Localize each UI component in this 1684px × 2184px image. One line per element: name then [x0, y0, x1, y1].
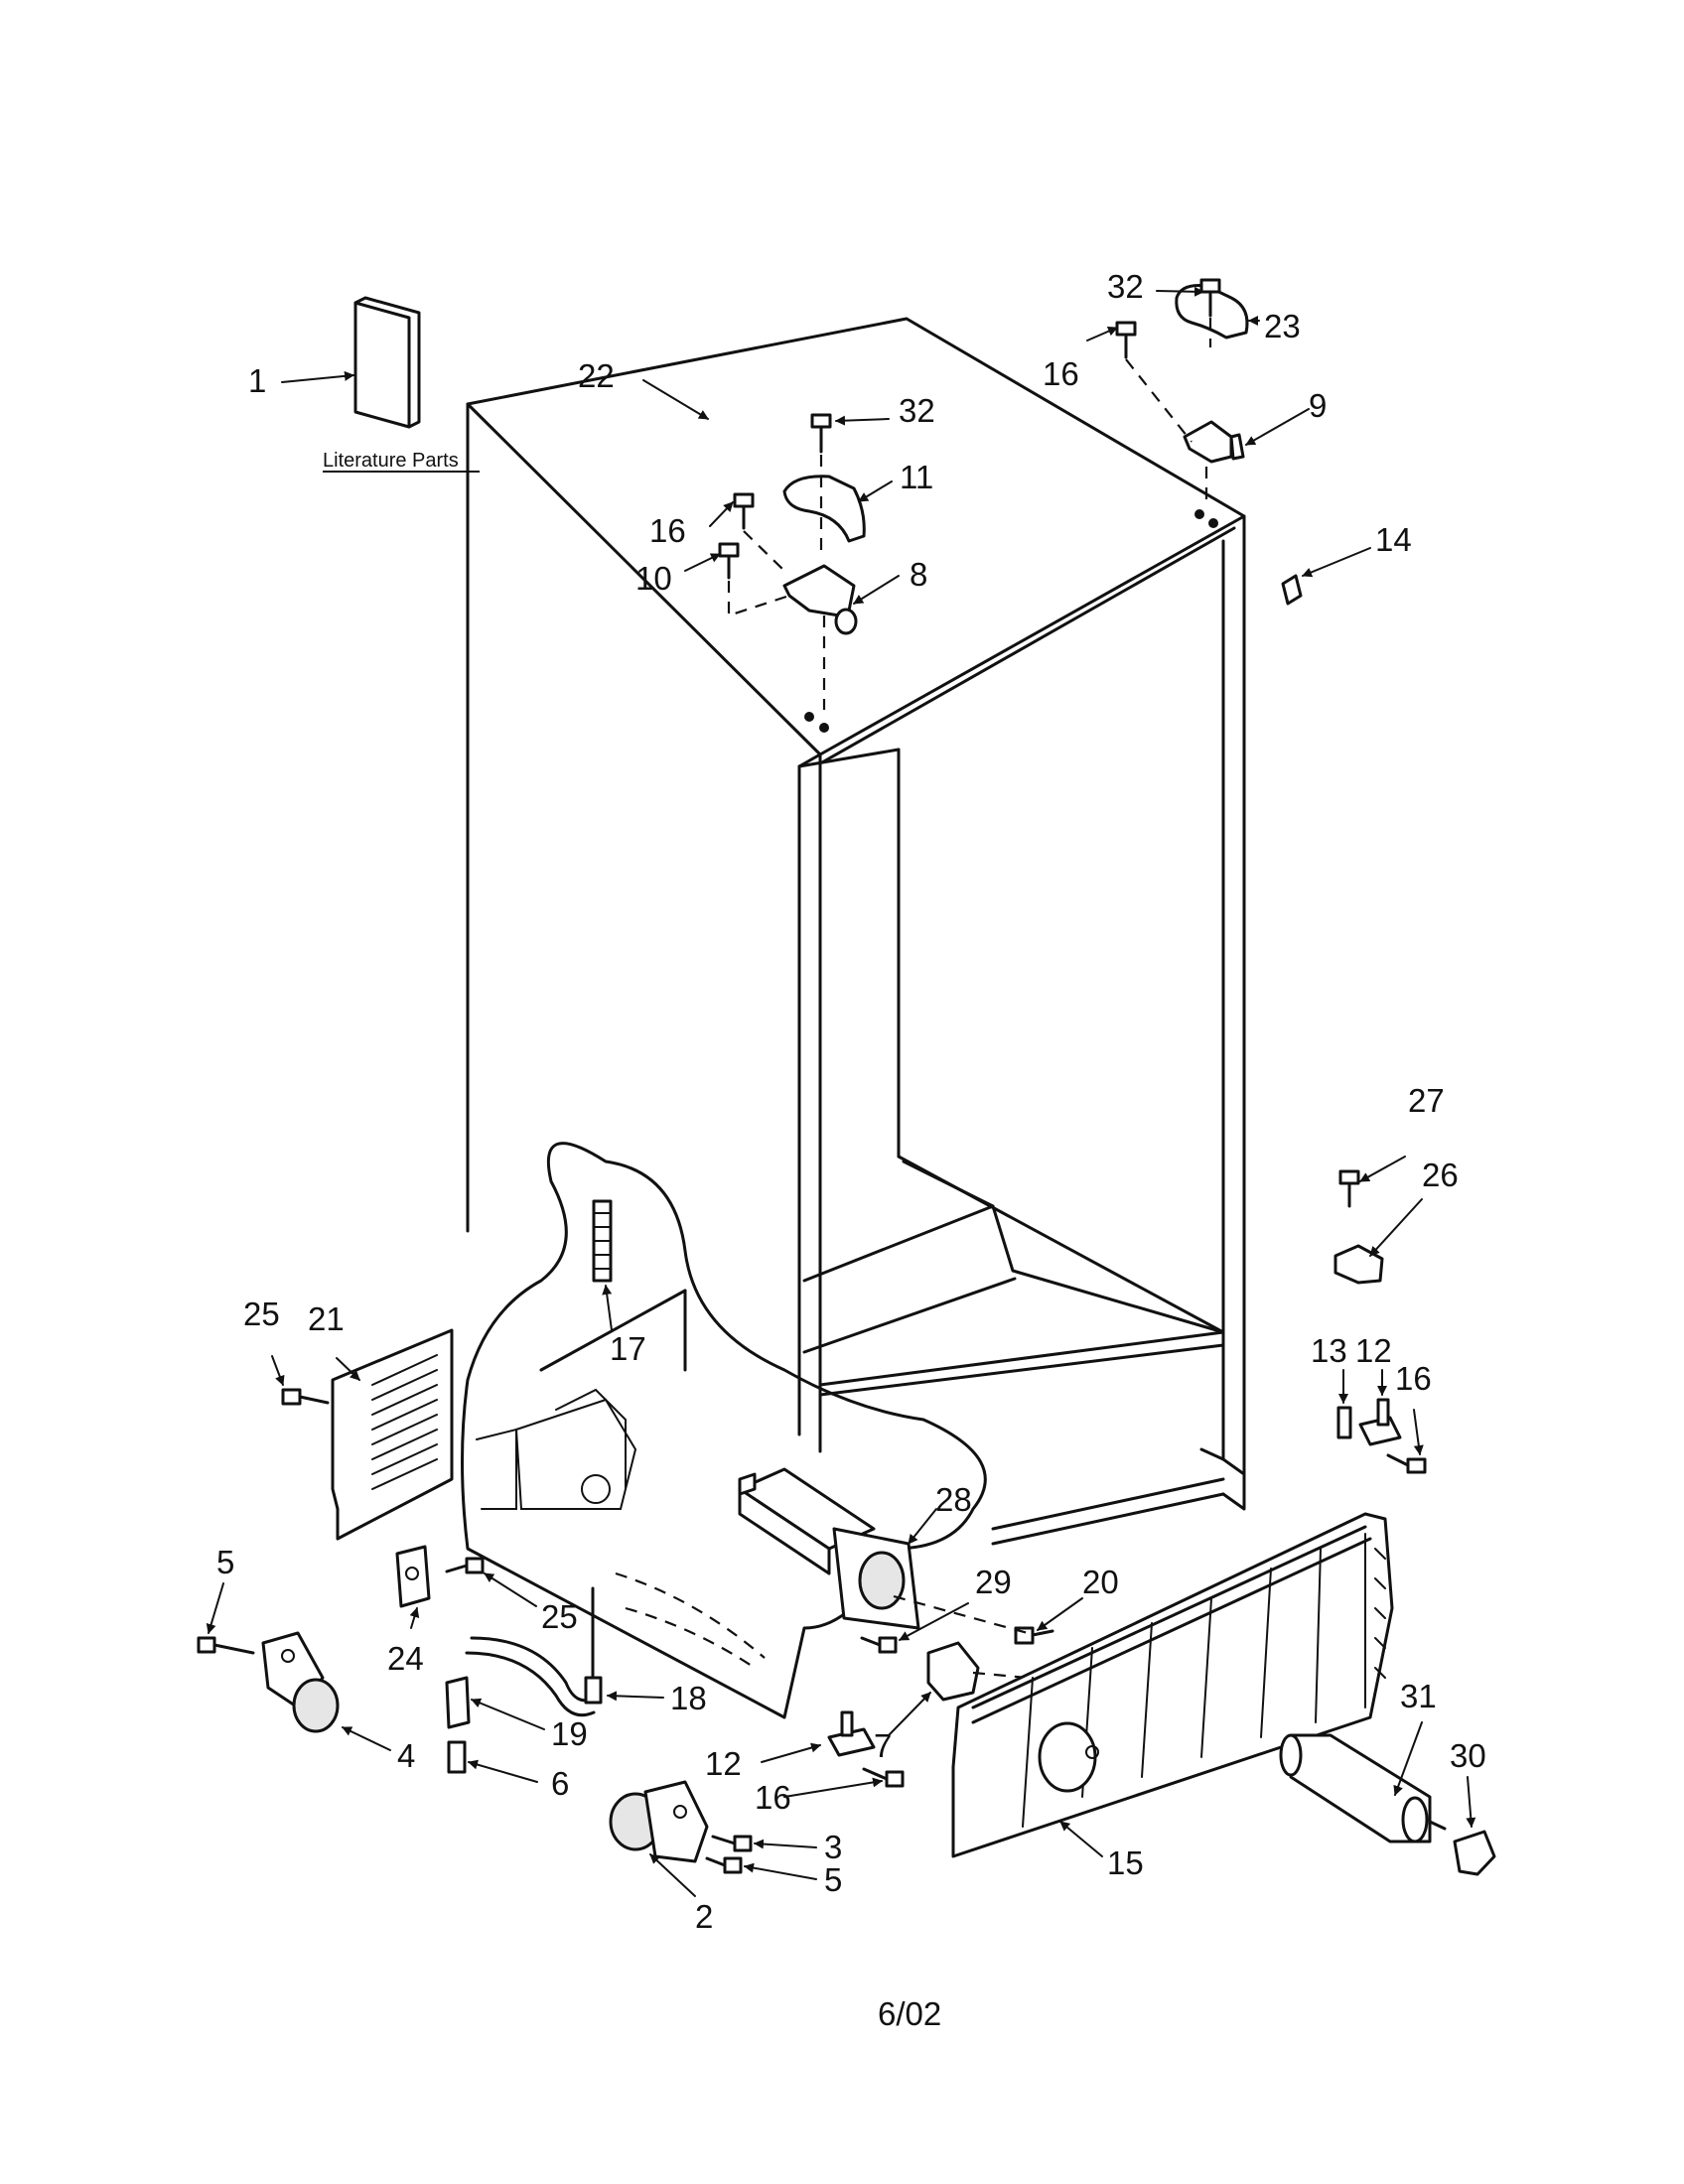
- callout-31: 31: [1400, 1678, 1437, 1714]
- callout-7: 7: [874, 1727, 892, 1764]
- callout-16-lower: 16: [755, 1779, 791, 1816]
- callout-5-bottom: 5: [824, 1861, 842, 1898]
- shim-part-13: [1336, 1406, 1352, 1439]
- callout-22: 22: [578, 357, 615, 394]
- callout-27: 27: [1408, 1082, 1445, 1119]
- callout-32-top-middle: 32: [899, 392, 935, 429]
- screw-part-32-left: [810, 413, 832, 454]
- callout-17: 17: [610, 1330, 646, 1367]
- screw-part-27: [1338, 1169, 1360, 1208]
- upper-hinge-part-9: [1183, 420, 1245, 464]
- callout-23: 23: [1264, 308, 1301, 344]
- callout-8: 8: [910, 556, 927, 593]
- callout-10: 10: [635, 560, 672, 597]
- screw-part-5-bottom: [705, 1856, 743, 1874]
- roller-part-2: [609, 1780, 709, 1863]
- hinge-pin-part-12-lower: [827, 1710, 876, 1757]
- callout-20: 20: [1082, 1564, 1119, 1600]
- clip-part-14: [1281, 574, 1303, 606]
- callout-labels: 1 22 32 32 16 23 9 11 16 10 8 14 27 26 1…: [216, 268, 1486, 1935]
- literature-parts-label: Literature Parts: [323, 450, 459, 472]
- literature-parts-booklet: Literature Parts: [323, 296, 480, 473]
- callout-16-right: 16: [1395, 1360, 1432, 1397]
- callout-19: 19: [551, 1715, 588, 1752]
- screw-part-16-right: [1386, 1453, 1427, 1474]
- water-tube-part-18: [465, 1586, 603, 1717]
- revision-date: 6/02: [878, 1995, 941, 2032]
- callout-12-lower: 12: [705, 1745, 742, 1782]
- hinge-cover-part-11: [782, 475, 866, 543]
- callout-12-right: 12: [1355, 1332, 1392, 1369]
- callout-11: 11: [900, 459, 933, 495]
- callout-30: 30: [1450, 1737, 1486, 1774]
- callout-13: 13: [1311, 1332, 1347, 1369]
- screw-part-16-top-left: [733, 492, 755, 530]
- callout-16-top-right: 16: [1043, 355, 1079, 392]
- callout-14: 14: [1375, 521, 1412, 558]
- roller-part-4: [261, 1631, 340, 1733]
- clamp-part-19: [445, 1676, 471, 1729]
- callout-5-left: 5: [216, 1544, 234, 1580]
- base-grille-part-15: [951, 1512, 1394, 1858]
- refrigerator-cabinet: [466, 317, 1246, 1546]
- callout-25-lower: 25: [541, 1598, 578, 1635]
- duct-part-28: [738, 1467, 920, 1630]
- upper-hinge-part-8: [782, 564, 858, 635]
- drain-tube-part-17: [592, 1199, 613, 1283]
- screw-part-5-left: [197, 1636, 255, 1655]
- callout-21: 21: [308, 1300, 345, 1337]
- callout-4: 4: [397, 1737, 415, 1774]
- callout-18: 18: [670, 1680, 707, 1716]
- bracket-part-24: [395, 1545, 431, 1608]
- screw-part-16-top-right: [1115, 321, 1137, 359]
- screw-part-6: [447, 1740, 467, 1774]
- callout-3: 3: [824, 1829, 842, 1865]
- callout-6: 6: [551, 1765, 569, 1802]
- screw-part-25-upper: [281, 1388, 330, 1406]
- callout-9: 9: [1309, 387, 1327, 424]
- filter-cap-part-30: [1453, 1830, 1496, 1876]
- screw-part-25-lower: [445, 1557, 485, 1574]
- callout-leaders: [206, 286, 1476, 1897]
- callout-15: 15: [1107, 1844, 1144, 1881]
- callout-2: 2: [695, 1898, 713, 1935]
- callout-1: 1: [248, 362, 266, 399]
- screw-part-29: [860, 1636, 898, 1654]
- bracket-part-7: [926, 1641, 980, 1702]
- callout-24: 24: [387, 1640, 424, 1677]
- screw-part-3: [711, 1835, 753, 1852]
- water-filter-part-31: [1279, 1733, 1447, 1843]
- callout-26: 26: [1422, 1157, 1459, 1193]
- callout-32-top-right: 32: [1107, 268, 1144, 305]
- callout-16-top-left: 16: [649, 512, 686, 549]
- callout-29: 29: [975, 1564, 1012, 1600]
- callout-25-upper: 25: [243, 1296, 280, 1332]
- callout-28: 28: [935, 1481, 972, 1518]
- rear-access-panel-part-21: [331, 1328, 454, 1541]
- screw-part-10: [718, 542, 740, 580]
- screw-part-16-lower: [862, 1767, 905, 1788]
- hinge-pin-part-12-right: [1358, 1398, 1402, 1446]
